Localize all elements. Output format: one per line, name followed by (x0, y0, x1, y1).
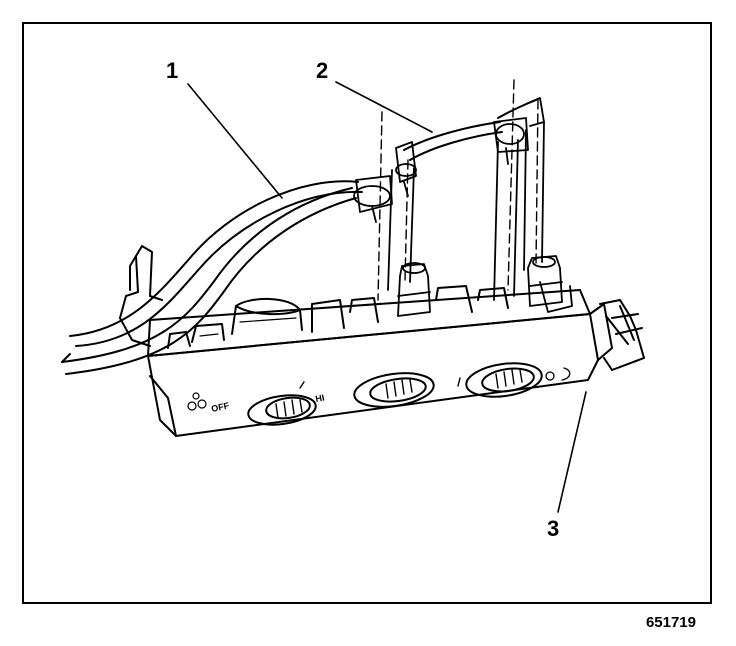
leader-line-1 (187, 83, 283, 199)
blower-knob (247, 394, 317, 426)
temp-tick-mark (457, 377, 461, 387)
cable-clip-middle (395, 141, 417, 197)
figure-frame (22, 22, 712, 604)
leader-line-3 (557, 391, 587, 513)
leader-line-2 (335, 81, 433, 133)
cable-clip-left (353, 175, 393, 223)
fan-hi-marking: HI (315, 393, 326, 404)
cable-fitting-right (527, 255, 573, 313)
fan-icon (187, 392, 207, 411)
control-head (119, 245, 645, 437)
mode-knob (353, 372, 435, 408)
callout-label-2: 2 (316, 58, 329, 83)
fan-off-marking: OFF (210, 400, 230, 414)
figure-number: 651719 (645, 614, 696, 631)
recirculation-icon (545, 367, 571, 381)
cable-clip-right (493, 97, 545, 165)
cable-1 (61, 180, 363, 375)
callout-label-1: 1 (166, 58, 179, 83)
callout-label-3: 3 (547, 516, 560, 541)
temperature-knob (465, 362, 543, 398)
cable-fitting-left (397, 262, 431, 317)
mode-tick-mark (299, 381, 305, 389)
